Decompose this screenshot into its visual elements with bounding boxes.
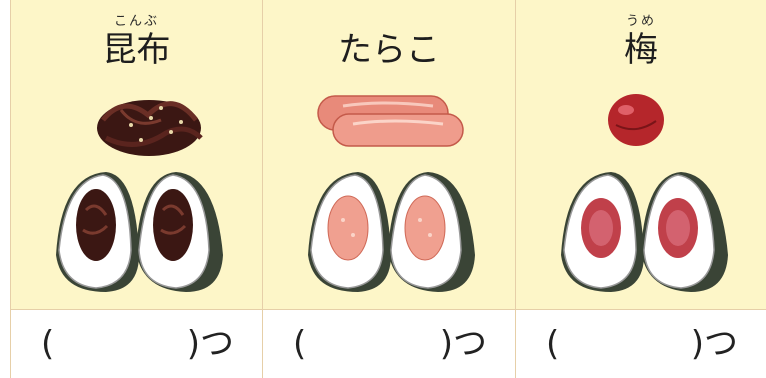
kombu-topping-image [97, 100, 203, 156]
tarako-answer-row: ( )つ [263, 310, 515, 378]
kombu-paren-close: )つ [186, 324, 234, 364]
ume-answer-row: ( )つ [516, 310, 766, 378]
kombu-illustration [56, 100, 223, 292]
tarako-title: たらこ [338, 30, 440, 70]
ume-title: 梅 [624, 30, 658, 70]
kombu-paren-open: ( [41, 324, 55, 364]
kombu-answer-row: ( )つ [11, 310, 262, 378]
kombu-ruby: こんぶ [113, 14, 159, 29]
kombu-onigiri-pair [56, 172, 223, 292]
tarako-onigiri-pair [308, 172, 475, 292]
kombu-answer-field[interactable]: ( )つ [11, 324, 262, 364]
ume-answer-field[interactable]: ( )つ [516, 324, 766, 364]
ume-paren-open: ( [546, 324, 560, 364]
column-ume: うめ 梅 [516, 0, 766, 378]
tarako-panel: たらこ [263, 0, 515, 310]
ume-onigiri-pair [561, 172, 728, 292]
tarako-ruby [263, 14, 515, 30]
ume-topping-image [608, 94, 664, 146]
kombu-panel: こんぶ 昆布 [11, 0, 262, 310]
column-tarako: たらこ [263, 0, 516, 378]
ume-illustration [561, 94, 728, 292]
ume-paren-close: )つ [690, 324, 738, 364]
tarako-answer-field[interactable]: ( )つ [263, 324, 515, 364]
tarako-illustration [308, 95, 475, 292]
tarako-topping-image [317, 95, 464, 147]
tarako-paren-open: ( [293, 324, 307, 364]
tarako-paren-close: )つ [439, 324, 487, 364]
kombu-title: 昆布 [102, 30, 171, 70]
ume-panel: うめ 梅 [516, 0, 766, 310]
ume-ruby: うめ [625, 14, 656, 29]
column-kombu: こんぶ 昆布 [10, 0, 263, 378]
